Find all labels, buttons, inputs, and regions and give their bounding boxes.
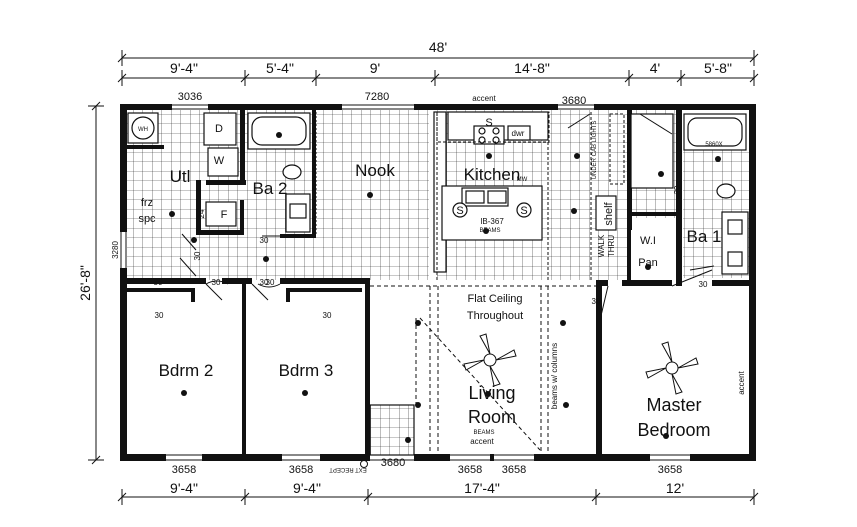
flat-ceiling-label: Flat Ceiling (467, 293, 522, 305)
flat-ceiling-label: Throughout (467, 310, 523, 322)
ceiling-fan-icon (645, 341, 699, 395)
top-dim: 9'-4" (170, 60, 198, 76)
furnace-size-label: 24 (197, 209, 206, 218)
wi-pan-label: Pan (638, 257, 658, 269)
water-heater-label: WH (138, 127, 148, 133)
island-label: IB-367 (480, 217, 504, 226)
dishwasher-label: dwr (512, 129, 525, 138)
room-label-utl: Utl (170, 167, 191, 186)
room-label-master: Bedroom (637, 420, 710, 440)
room-label-living: Room (468, 407, 516, 427)
accent-label: accent (470, 437, 494, 446)
accent-label: accent (737, 370, 746, 394)
room-label-frz: frz (141, 197, 153, 209)
bottom-dim: 9'-4" (170, 480, 198, 496)
microwave-label: MW (517, 177, 528, 183)
beams-columns-label: beams w/ columns (550, 343, 559, 409)
walk-thru-label: WALK (597, 234, 606, 257)
window-label: 3658 (172, 464, 196, 476)
door-label: 30 (155, 311, 164, 320)
ceiling-fan-icon (463, 333, 517, 387)
beams-label: BEAMS (479, 228, 500, 234)
tub-label: 5860X (705, 142, 722, 148)
bottom-dim: 12' (666, 480, 684, 496)
fixtures (127, 111, 749, 456)
window-label: 3680 (562, 95, 586, 107)
light-fixtures (169, 132, 721, 443)
window-label: 3658 (289, 464, 313, 476)
window-label: 3280 (111, 241, 120, 259)
door-label: 30 (323, 311, 332, 320)
door-swings (179, 113, 715, 321)
furnace-label: F (221, 209, 228, 221)
door-label: 30 (260, 236, 269, 245)
walk-thru-label: THRU (607, 235, 616, 257)
top-dim: 4' (650, 60, 660, 76)
top-dim: 5'-4" (266, 60, 294, 76)
window-label: 3680 (381, 457, 405, 469)
beams-label: BEAMS (473, 430, 494, 436)
room-label-ba1: Ba 1 (687, 227, 722, 246)
top-dim: 9' (370, 60, 380, 76)
beam-lines (315, 112, 596, 455)
top-dim: 14'-8" (514, 60, 550, 76)
room-label-master: Master (646, 395, 701, 415)
interior-walls (120, 110, 756, 460)
under-cab-label: UNDER CAB LIGHTS (592, 121, 598, 180)
window-label: 3658 (502, 464, 526, 476)
accent-label: accent (472, 94, 496, 103)
sink-label: S (520, 205, 527, 217)
window-label: 3658 (458, 464, 482, 476)
sink-label: S (456, 205, 463, 217)
room-label-nook: Nook (355, 161, 395, 180)
bottom-dim: 9'-4" (293, 480, 321, 496)
room-label-ba2: Ba 2 (253, 179, 288, 198)
room-label-living: Living (468, 383, 515, 403)
room-label-kitchen: Kitchen (464, 165, 521, 184)
cabinet-lines (436, 111, 625, 280)
dryer-label: D (215, 123, 223, 135)
door-label: 30 (592, 297, 601, 306)
room-label-bdrm3: Bdrm 3 (279, 361, 334, 380)
window-label: 3036 (178, 91, 202, 103)
room-label-bdrm2: Bdrm 2 (159, 361, 214, 380)
window-label: 7280 (365, 91, 389, 103)
door-label: 30 (673, 185, 682, 194)
window-label: 3658 (658, 464, 682, 476)
door-label: 30 (212, 278, 221, 287)
sink-label: S (485, 117, 492, 129)
top-dim: 5'-8" (704, 60, 732, 76)
door-label: 30 (154, 278, 163, 287)
receptacle-icon (360, 460, 368, 468)
bottom-dim: 17'-4" (464, 480, 500, 496)
overall-depth: 26'-8" (77, 265, 93, 301)
ext-recept-label: EXT RECEPT (329, 466, 367, 472)
overall-width: 48' (429, 39, 447, 55)
door-label: 30 (260, 278, 269, 287)
washer-label: W (214, 155, 225, 167)
room-label-frz: spc (138, 213, 156, 225)
shelf-label: shelf (603, 201, 615, 225)
door-label: 30 (699, 280, 708, 289)
dimension-lines (88, 50, 759, 505)
door-label: 30 (266, 278, 275, 287)
door-label: 30 (193, 251, 202, 260)
wi-pan-label: W.I (640, 235, 656, 247)
